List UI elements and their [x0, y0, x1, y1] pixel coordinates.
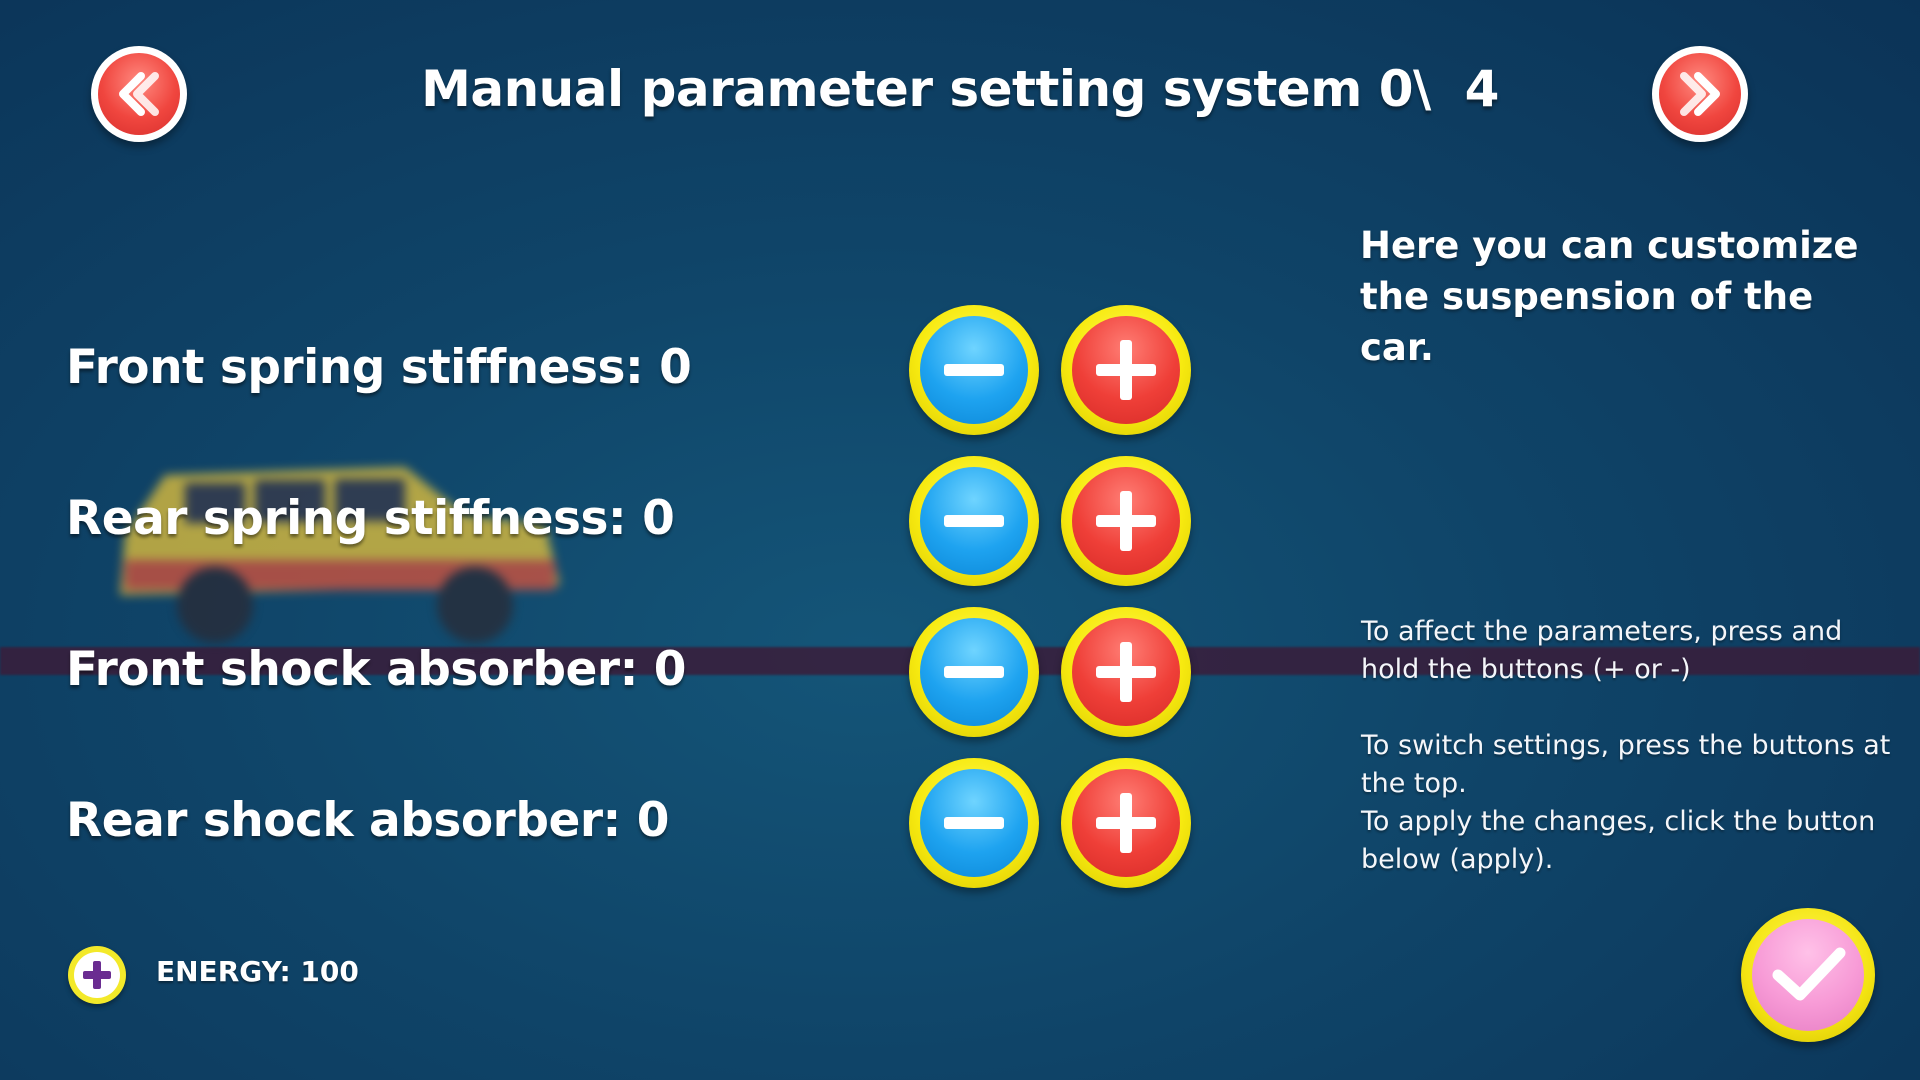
- rear-spring-stiffness-label: Rear spring stiffness: 0: [66, 491, 675, 546]
- energy-counter: ENERGY: 100: [156, 955, 359, 988]
- rear-spring-increase-button[interactable]: [1061, 456, 1191, 586]
- front-spring-decrease-button[interactable]: [909, 305, 1039, 435]
- plus-icon: [1096, 642, 1156, 702]
- front-spring-stiffness-label: Front spring stiffness: 0: [66, 340, 692, 395]
- plus-icon: [1096, 340, 1156, 400]
- front-shock-absorber-label: Front shock absorber: 0: [66, 642, 686, 697]
- page-title: Manual parameter setting system 0\ 4: [421, 60, 1499, 118]
- info-hint-hold: To affect the parameters, press and hold…: [1361, 616, 1843, 685]
- double-chevron-left-icon: [119, 72, 159, 116]
- next-setting-button[interactable]: [1652, 46, 1748, 142]
- add-energy-button[interactable]: [68, 946, 126, 1004]
- double-chevron-right-icon: [1680, 72, 1720, 116]
- background-car: [120, 467, 560, 643]
- rear-shock-decrease-button[interactable]: [909, 758, 1039, 888]
- plus-icon: [1096, 793, 1156, 853]
- apply-button[interactable]: [1741, 908, 1875, 1042]
- front-spring-increase-button[interactable]: [1061, 305, 1191, 435]
- rear-spring-decrease-button[interactable]: [909, 456, 1039, 586]
- minus-icon: [944, 666, 1004, 678]
- plus-icon: [1096, 491, 1156, 551]
- checkmark-icon: [1772, 947, 1846, 1001]
- minus-icon: [944, 515, 1004, 527]
- rear-shock-increase-button[interactable]: [1061, 758, 1191, 888]
- rear-shock-absorber-label: Rear shock absorber: 0: [66, 793, 669, 848]
- plus-icon: [83, 961, 111, 989]
- background-watermark: [1330, 232, 1346, 842]
- minus-icon: [944, 364, 1004, 376]
- previous-setting-button[interactable]: [91, 46, 187, 142]
- info-hint-switch: To switch settings, press the buttons at…: [1361, 730, 1891, 799]
- info-headline: Here you can customize the suspension of…: [1360, 224, 1859, 369]
- front-shock-increase-button[interactable]: [1061, 607, 1191, 737]
- front-shock-decrease-button[interactable]: [909, 607, 1039, 737]
- info-hint-apply: To apply the changes, click the button b…: [1361, 806, 1876, 875]
- minus-icon: [944, 817, 1004, 829]
